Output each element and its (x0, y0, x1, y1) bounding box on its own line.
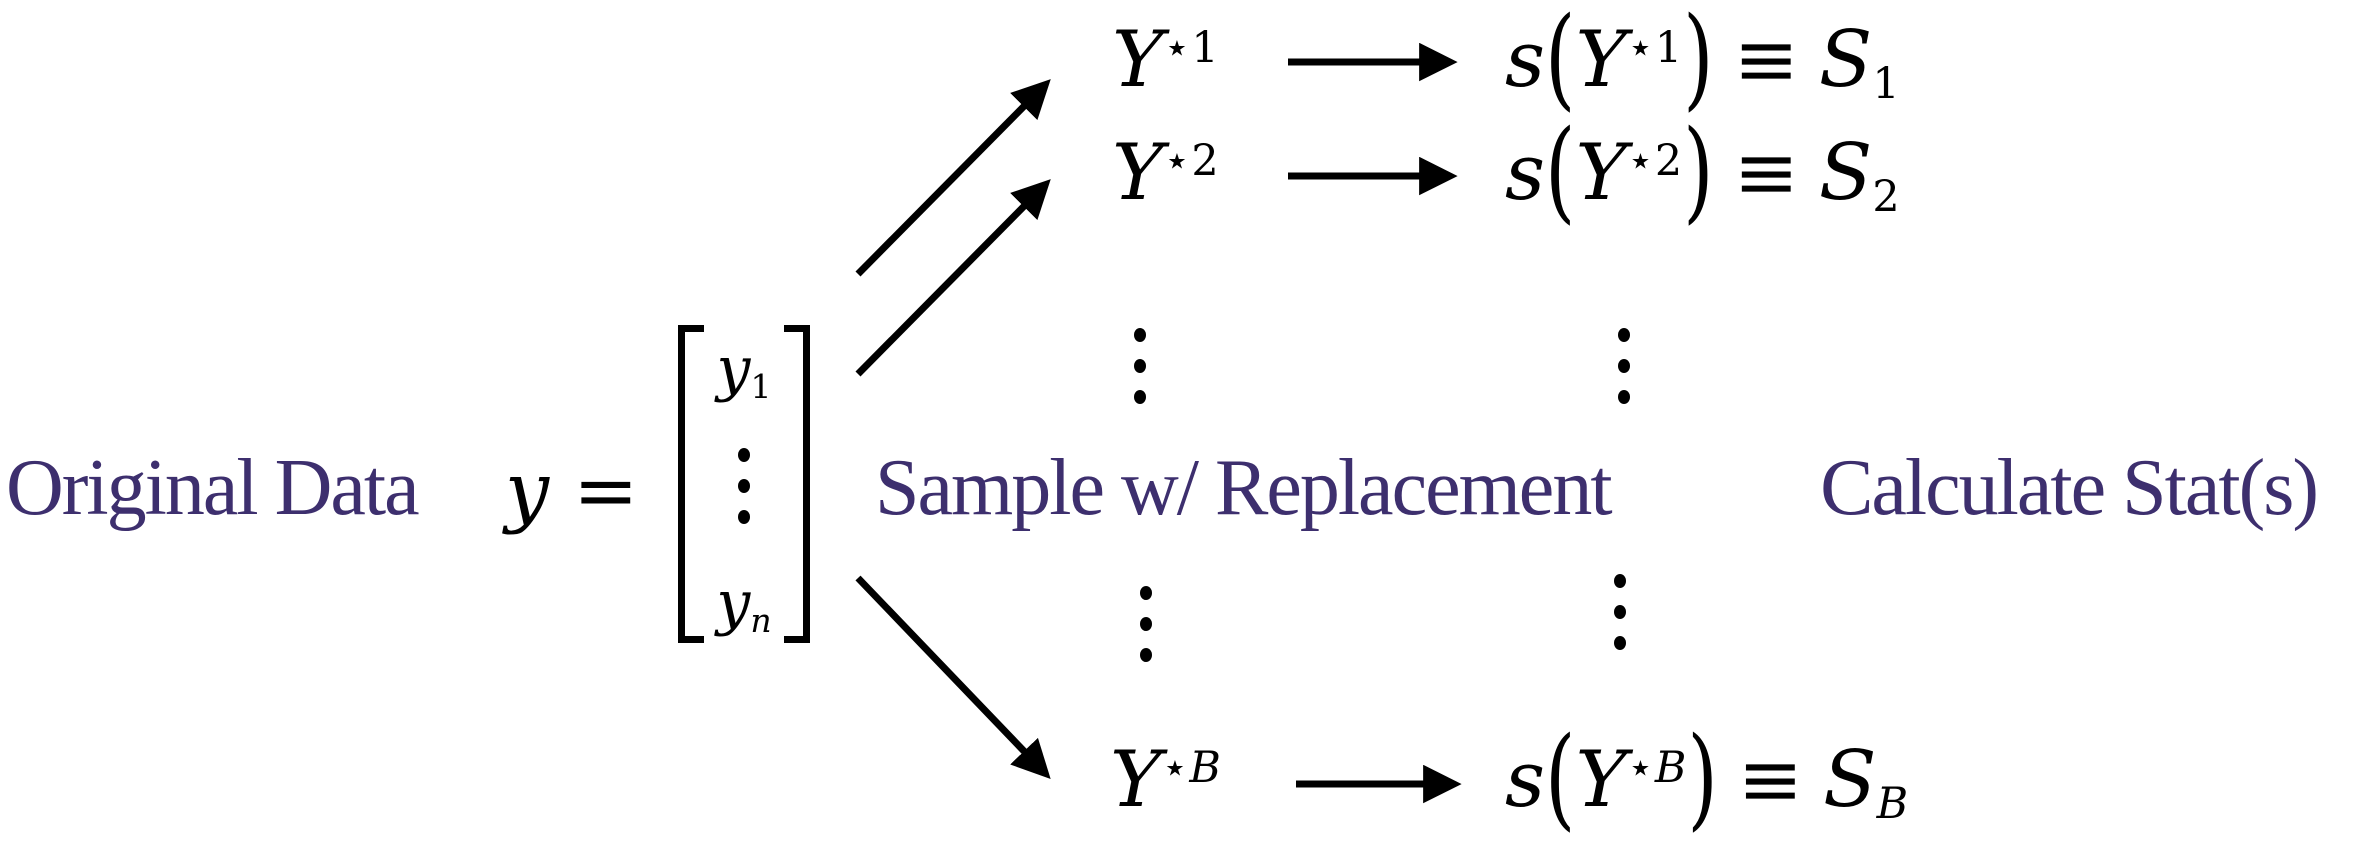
sample-2-index: 2 (1191, 136, 1220, 187)
stat-arg-B-base: Y (1575, 735, 1627, 825)
samples-ellipsis-top (1134, 328, 1146, 404)
vector-entry-yn-sub: n (750, 601, 772, 641)
stat-arg-1-index: 1 (1654, 23, 1684, 74)
close-paren: ) (1683, 0, 1714, 123)
sample-symbol-2: Y⋆2 (1112, 134, 1220, 212)
vector-definition: y = (505, 452, 638, 530)
stat-B-base: S (1823, 735, 1877, 825)
vector-entry-y1-sub: 1 (750, 367, 772, 407)
equiv-sign: ≡ (1733, 15, 1799, 105)
sample-B-base: Y (1110, 735, 1162, 825)
vector-entries: y1 yn (678, 325, 810, 643)
stats-ellipsis-top (1618, 328, 1630, 404)
open-paren: ( (1545, 714, 1576, 843)
open-paren: ( (1545, 107, 1576, 236)
star-operator: ⋆ (1163, 23, 1192, 74)
stat-expression-2: s(Y⋆2)≡S2 (1505, 116, 1900, 227)
star-operator: ⋆ (1626, 136, 1655, 187)
vector-entry-yn: yn (716, 573, 771, 637)
stat-arg-B-index: B (1654, 743, 1688, 794)
stat-arg-1-base: Y (1575, 15, 1627, 105)
stat-arg-2-base: Y (1575, 128, 1627, 218)
samples-ellipsis-bottom (1140, 586, 1152, 662)
calculate-stats-label: Calculate Stat(s) (1820, 444, 2319, 532)
vector-entry-yn-base: y (716, 568, 751, 638)
equiv-sign: ≡ (1733, 128, 1799, 218)
star-operator: ⋆ (1626, 743, 1655, 794)
stat-2-base: S (1818, 128, 1873, 218)
close-paren: ) (1687, 714, 1718, 843)
stat-1-sub: 1 (1872, 59, 1900, 109)
sample-B-index: B (1189, 743, 1222, 794)
sample-symbol-B: Y⋆B (1110, 741, 1222, 819)
equiv-sign: ≡ (1737, 735, 1804, 825)
open-paren: ( (1545, 0, 1576, 123)
sample-symbol-1: Y⋆1 (1112, 21, 1220, 99)
y-symbol: y (505, 446, 550, 536)
arrow-to-sample-2 (855, 179, 1051, 377)
arrow-to-sample-B (855, 575, 1051, 779)
vector-entry-y1-base: y (716, 334, 751, 404)
sample-w-replacement-label: Sample w/ Replacement (875, 444, 1613, 532)
stat-fn-B: s (1505, 735, 1546, 825)
stat-arg-2-index: 2 (1654, 136, 1684, 187)
stat-B-sub: B (1876, 779, 1909, 829)
stats-ellipsis-bottom (1614, 574, 1626, 650)
stat-fn-1: s (1505, 15, 1546, 105)
equals-sign: = (573, 446, 639, 536)
stat-2-sub: 2 (1872, 172, 1900, 222)
stat-fn-2: s (1505, 128, 1546, 218)
close-paren: ) (1683, 107, 1714, 236)
stat-1-base: S (1818, 15, 1873, 105)
arrow-to-sample-1 (855, 79, 1051, 277)
star-operator: ⋆ (1163, 136, 1192, 187)
left-bracket (678, 325, 704, 643)
stat-expression-1: s(Y⋆1)≡S1 (1505, 3, 1900, 114)
right-bracket (784, 325, 810, 643)
stat-expression-B: s(Y⋆B)≡SB (1505, 723, 1908, 834)
vector-entry-y1: y1 (717, 339, 772, 403)
original-data-label: Original Data (6, 444, 420, 532)
star-operator: ⋆ (1161, 743, 1190, 794)
sample-1-index: 1 (1191, 23, 1220, 74)
sample-2-base: Y (1112, 128, 1164, 218)
star-operator: ⋆ (1626, 23, 1655, 74)
sample-1-base: Y (1112, 15, 1164, 105)
vector-ellipsis (738, 448, 750, 524)
